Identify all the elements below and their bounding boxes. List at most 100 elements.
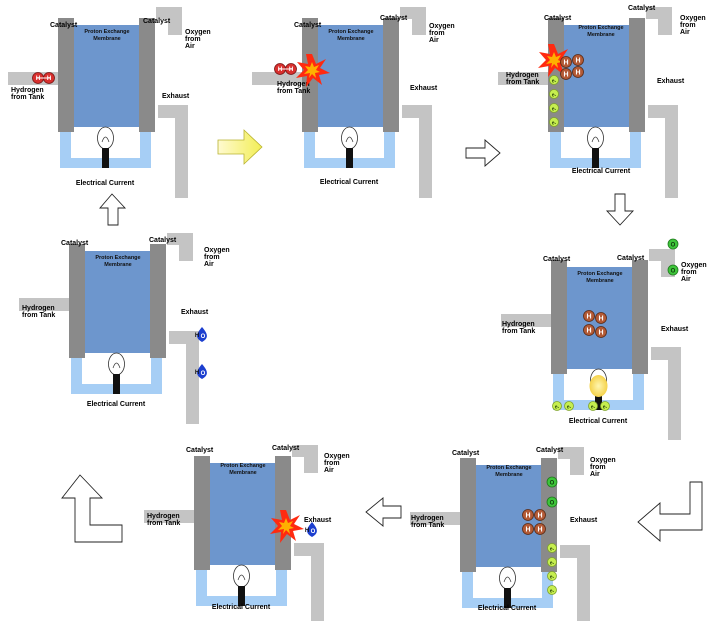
proton: H [534,509,546,521]
exhaust-label: Exhaust [181,309,209,316]
oxygen-label: Oxygen [680,15,706,22]
hydrogen-label: from Tank [506,79,539,86]
membrane-label: Proton Exchange [486,465,531,471]
lit-bulb [589,375,608,397]
catalyst-label: Catalyst [617,255,645,262]
proton: H [522,523,534,535]
electron: e- [588,401,598,411]
oxygen-label: Air [324,467,334,474]
membrane-label: Proton Exchange [328,29,373,35]
membrane-label: Proton Exchange [220,463,265,469]
cell-step-4: Catalyst Catalyst Proton Exchange Membra… [500,238,707,441]
hydrogen-label: from Tank [11,94,44,101]
particle-glyph: H [278,67,282,73]
particle-glyph: H [36,76,40,82]
particle-glyph: e- [552,93,557,99]
membrane-label: Membrane [337,36,365,42]
proton: H [583,324,595,336]
particle-glyph: H [525,527,530,534]
membrane-label: Proton Exchange [578,25,623,31]
oxygen-label: Air [590,471,600,478]
exhaust-label: Exhaust [661,326,689,333]
arrow-left-bend-outline [637,481,703,542]
oxygen-label: Oxygen [590,457,616,464]
particle-glyph: O [671,243,676,249]
exhaust-label: Exhaust [657,78,685,85]
particle-glyph: H [575,70,580,77]
oxygen-label: Oxygen [185,29,211,36]
current-label: Electrical Current [76,180,135,187]
particle-glyph: H [537,527,542,534]
particle-glyph: H [586,314,591,321]
catalyst-label: Catalyst [452,450,480,457]
particle-glyph: O [201,371,206,377]
catalyst-label: Catalyst [543,256,571,263]
proton: H [560,68,572,80]
hydrogen-label: Hydrogen [147,513,180,520]
proton: H [595,312,607,324]
catalyst-label: Catalyst [61,240,89,247]
catalyst-label: Catalyst [272,445,300,452]
oxygen-atom: O [546,476,558,488]
particle-glyph: H [563,60,568,67]
particle-glyph: H [305,528,309,534]
oxygen-label: Air [680,29,690,36]
arrow-up-bend-outline [61,474,123,543]
particle-glyph: O [550,501,555,507]
proton: H [595,326,607,338]
particle-glyph: O [311,529,316,535]
catalyst-label: Catalyst [628,5,656,12]
current-label: Electrical Current [212,604,271,611]
particle-glyph: e- [552,79,557,85]
cell-step-3: Catalyst Catalyst Proton Exchange Membra… [497,5,706,199]
particle-glyph: O [201,334,206,340]
oxygen-label: Air [185,43,195,50]
membrane-label: Proton Exchange [84,29,129,35]
particle-glyph: e- [550,561,555,567]
membrane-label: Membrane [587,32,615,38]
cell-step-2: Catalyst Catalyst Proton Exchange Membra… [251,6,455,199]
oxygen-atom: O [667,238,679,250]
electron: e- [564,401,574,411]
particle-glyph: e- [550,575,555,581]
particle-glyph: e- [550,547,555,553]
electron: e- [547,557,557,567]
catalyst-label: Catalyst [544,15,572,22]
membrane-label: Proton Exchange [95,255,140,261]
particle-glyph: H [598,330,603,337]
current-label: Electrical Current [87,401,146,408]
membrane-label: Membrane [229,470,257,476]
proton: H [572,66,584,78]
oxygen-label: from [185,36,201,43]
electron: e- [547,585,557,595]
exhaust-label: Exhaust [410,85,438,92]
hydrogen-label: Hydrogen [506,72,539,79]
oxygen-label: Oxygen [204,247,230,254]
particle-glyph: H [525,513,530,520]
oxygen-atom: O [667,264,679,276]
hydrogen-label: Hydrogen [502,321,535,328]
proton: H [560,56,572,68]
oxygen-label: from [681,269,697,276]
particle-glyph: e- [555,405,560,411]
catalyst-label: Catalyst [294,22,322,29]
membrane-label: Membrane [104,262,132,268]
particle-glyph: H [563,72,568,79]
electron: e- [547,571,557,581]
hydrogen-label: from Tank [502,328,535,335]
particle-glyph: H [586,328,591,335]
oxygen-label: Air [429,37,439,44]
hydrogen-label: Hydrogen [11,87,44,94]
catalyst-label: Catalyst [380,15,408,22]
particle-glyph: e- [552,107,557,113]
hydrogen-label: Hydrogen [411,515,444,522]
oxygen-atom: O [546,496,558,508]
oxygen-label: from [680,22,696,29]
particle-glyph: e- [552,121,557,127]
particle-glyph: H [537,513,542,520]
current-label: Electrical Current [569,418,628,425]
proton: H [534,523,546,535]
